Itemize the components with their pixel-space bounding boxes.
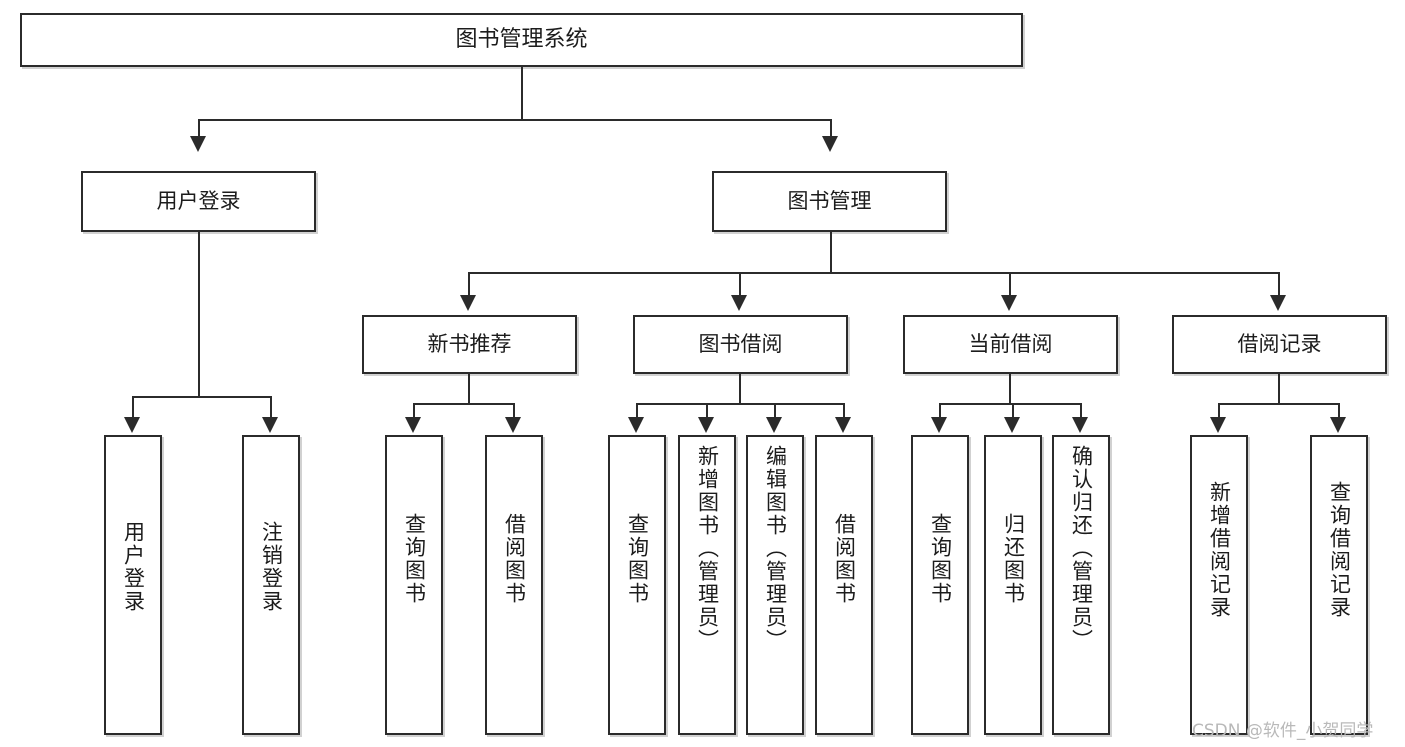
connector-user-login-stem: [198, 232, 200, 396]
arrowhead-bb-to-leaf-1: [628, 417, 644, 433]
node-label: 图书借阅: [698, 332, 783, 357]
leaf-label: 注销登录: [259, 521, 284, 613]
connector-current-borrow-bus: [939, 403, 1081, 405]
node-current-borrow[interactable]: 当前借阅: [903, 315, 1118, 374]
connector-borrow-record-stem: [1278, 374, 1280, 403]
connector-br-to-leaf-1: [1218, 403, 1220, 419]
arrowhead-bm-to-borrow-record: [1270, 295, 1286, 311]
connector-root-stem: [521, 67, 523, 119]
node-label: 图书管理系统: [455, 27, 588, 53]
leaf-label: 编辑图书（管理员）: [763, 445, 788, 652]
connector-current-borrow-stem: [1009, 374, 1011, 403]
leaf-label: 确认归还（管理员）: [1069, 445, 1094, 652]
leaf-label: 查询图书: [625, 513, 650, 605]
arrowhead-bm-to-new-book: [460, 295, 476, 311]
connector-user-login-to-leaf-1: [132, 396, 134, 419]
connector-bb-to-leaf-3: [774, 403, 776, 419]
leaf-label: 查询图书: [928, 513, 953, 605]
connector-book-management-stem: [830, 232, 832, 272]
arrowhead-user-login-to-leaf-2: [262, 417, 278, 433]
connector-cb-to-leaf-3: [1080, 403, 1082, 419]
leaf-label: 归还图书: [1001, 513, 1026, 605]
leaf-label: 新增借阅记录: [1207, 481, 1232, 619]
node-root-book-management-system[interactable]: 图书管理系统: [20, 13, 1023, 67]
arrowhead-cb-to-leaf-1: [931, 417, 947, 433]
arrowhead-bm-to-current-borrow: [1001, 295, 1017, 311]
arrowhead-root-to-user-login: [190, 136, 206, 152]
connector-bb-to-leaf-4: [843, 403, 845, 419]
leaf-query-book-recommend[interactable]: 查询图书: [385, 435, 443, 735]
leaf-query-borrow-record[interactable]: 查询借阅记录: [1310, 435, 1368, 735]
arrowhead-cb-to-leaf-3: [1072, 417, 1088, 433]
arrowhead-root-to-book-management: [822, 136, 838, 152]
node-label: 图书管理: [787, 189, 872, 214]
node-label: 借阅记录: [1237, 332, 1322, 357]
node-new-book-recommend[interactable]: 新书推荐: [362, 315, 577, 374]
arrowhead-nb-to-leaf-2: [505, 417, 521, 433]
node-user-login[interactable]: 用户登录: [81, 171, 316, 232]
node-book-borrow[interactable]: 图书借阅: [633, 315, 848, 374]
leaf-label: 新增图书（管理员）: [695, 445, 720, 652]
csdn-watermark: CSDN @软件_小贺同学: [1192, 721, 1374, 741]
leaf-add-borrow-record[interactable]: 新增借阅记录: [1190, 435, 1248, 735]
connector-new-book-bus: [413, 403, 514, 405]
leaf-logout[interactable]: 注销登录: [242, 435, 300, 735]
connector-root-bus: [198, 119, 831, 121]
connector-user-login-bus: [132, 396, 271, 398]
leaf-label: 查询图书: [402, 513, 427, 605]
connector-borrow-record-bus: [1218, 403, 1339, 405]
connector-cb-to-leaf-2: [1012, 403, 1014, 419]
leaf-label: 查询借阅记录: [1327, 481, 1352, 619]
connector-root-to-user-login: [198, 119, 200, 138]
arrowhead-br-to-leaf-1: [1210, 417, 1226, 433]
connector-br-to-leaf-2: [1338, 403, 1340, 419]
connector-bm-to-borrow: [739, 272, 741, 297]
connector-bm-to-borrow-record: [1278, 272, 1280, 297]
connector-nb-to-leaf-2: [513, 403, 515, 419]
arrowhead-bb-to-leaf-2: [698, 417, 714, 433]
connector-user-login-to-leaf-2: [270, 396, 272, 419]
node-label: 新书推荐: [427, 332, 512, 357]
connector-cb-to-leaf-1: [939, 403, 941, 419]
leaf-confirm-return-admin[interactable]: 确认归还（管理员）: [1052, 435, 1110, 735]
node-label: 用户登录: [156, 189, 241, 214]
leaf-query-book-current[interactable]: 查询图书: [911, 435, 969, 735]
connector-bb-to-leaf-1: [636, 403, 638, 419]
arrowhead-bm-to-borrow: [731, 295, 747, 311]
node-book-management[interactable]: 图书管理: [712, 171, 947, 232]
connector-bb-to-leaf-2: [706, 403, 708, 419]
leaf-borrow-book-recommend[interactable]: 借阅图书: [485, 435, 543, 735]
connector-book-borrow-stem: [739, 374, 741, 403]
connector-root-to-book-management: [830, 119, 832, 138]
connector-bm-to-new-book: [468, 272, 470, 297]
arrowhead-nb-to-leaf-1: [405, 417, 421, 433]
leaf-add-book-admin[interactable]: 新增图书（管理员）: [678, 435, 736, 735]
leaf-label: 借阅图书: [502, 513, 527, 605]
connector-new-book-stem: [468, 374, 470, 403]
arrowhead-bb-to-leaf-3: [766, 417, 782, 433]
leaf-borrow-book[interactable]: 借阅图书: [815, 435, 873, 735]
arrowhead-br-to-leaf-2: [1330, 417, 1346, 433]
node-borrow-record[interactable]: 借阅记录: [1172, 315, 1387, 374]
leaf-label: 用户登录: [121, 521, 146, 613]
leaf-user-login[interactable]: 用户登录: [104, 435, 162, 735]
connector-book-management-bus: [468, 272, 1280, 274]
node-label: 当前借阅: [968, 332, 1053, 357]
leaf-return-book[interactable]: 归还图书: [984, 435, 1042, 735]
arrowhead-bb-to-leaf-4: [835, 417, 851, 433]
connector-nb-to-leaf-1: [413, 403, 415, 419]
arrowhead-cb-to-leaf-2: [1004, 417, 1020, 433]
leaf-edit-book-admin[interactable]: 编辑图书（管理员）: [746, 435, 804, 735]
arrowhead-user-login-to-leaf-1: [124, 417, 140, 433]
connector-bm-to-current-borrow: [1009, 272, 1011, 297]
connector-book-borrow-bus: [636, 403, 844, 405]
leaf-label: 借阅图书: [832, 513, 857, 605]
leaf-query-book-borrow[interactable]: 查询图书: [608, 435, 666, 735]
